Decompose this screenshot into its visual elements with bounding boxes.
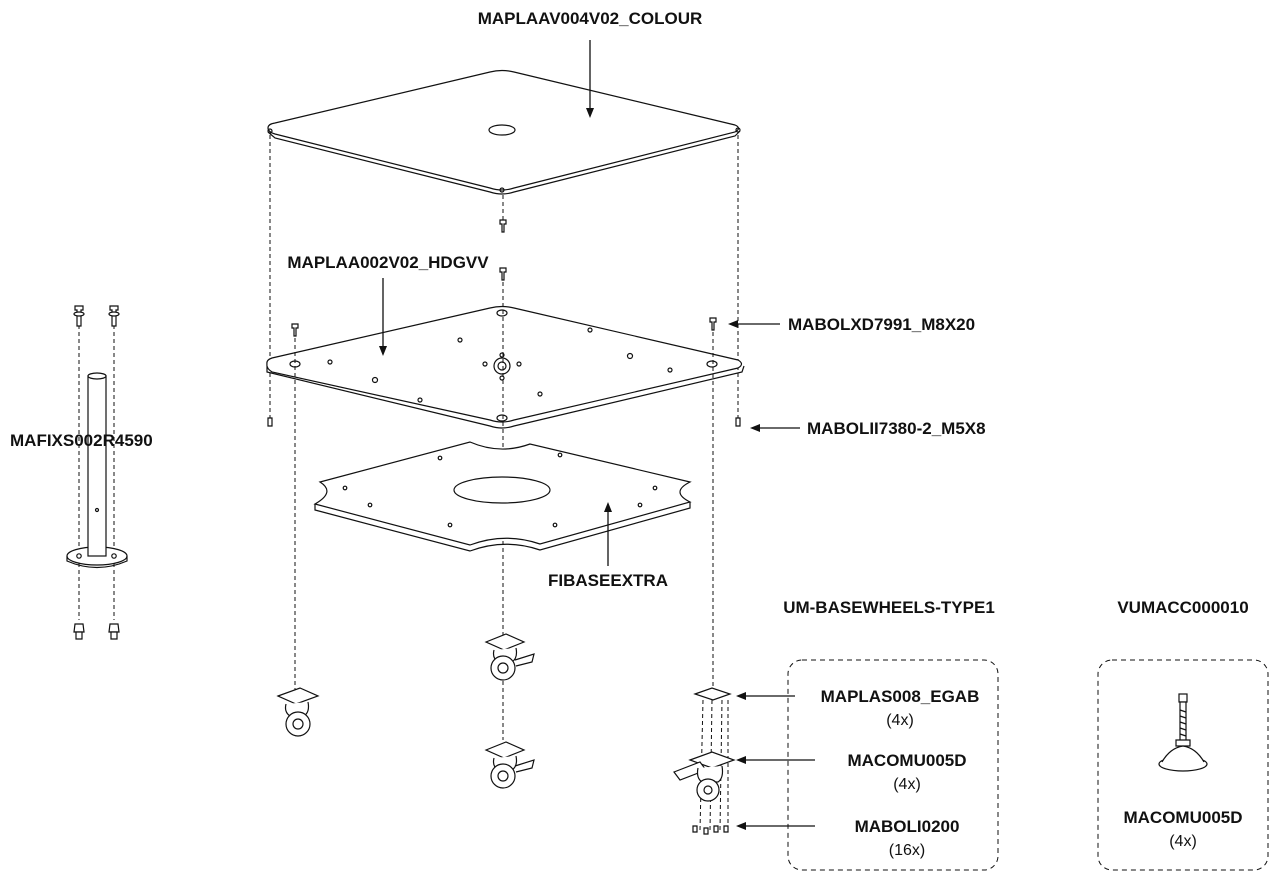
label-wheels-group: UM-BASEWHEELS-TYPE1 bbox=[783, 598, 995, 617]
m8-bolt-icon bbox=[291, 317, 717, 337]
base-extra-plate bbox=[313, 441, 692, 552]
leveling-foot-icon bbox=[1158, 693, 1208, 772]
middle-plate bbox=[266, 305, 745, 429]
m5-bolt-icon bbox=[267, 417, 741, 427]
label-plate-qty: (4x) bbox=[886, 712, 914, 729]
exploded-caster-icon bbox=[673, 687, 736, 835]
wheels-group-box bbox=[787, 659, 999, 871]
label-caster-part: MACOMU005D bbox=[847, 751, 966, 770]
label-caster-qty: (4x) bbox=[893, 776, 921, 793]
label-pole: MAFIXS002R4590 bbox=[10, 431, 153, 450]
label-foot-qty: (4x) bbox=[1169, 833, 1197, 850]
label-bolt-m8: MABOLXD7991_M8X20 bbox=[788, 315, 975, 334]
leader-arrows bbox=[379, 40, 815, 830]
center-screw-icon bbox=[499, 219, 507, 281]
label-screw-part: MABOLI0200 bbox=[855, 817, 960, 836]
pole-assembly bbox=[66, 305, 128, 640]
label-base-extra: FIBASEEXTRA bbox=[548, 571, 668, 590]
label-bolt-m5: MABOLII7380-2_M5X8 bbox=[807, 419, 986, 438]
label-screw-qty: (16x) bbox=[889, 842, 925, 859]
label-top-plate: MAPLAAV004V02_COLOUR bbox=[478, 9, 703, 28]
label-plate-part: MAPLAS008_EGAB bbox=[821, 687, 980, 706]
label-middle-plate: MAPLAA002V02_HDGVV bbox=[287, 253, 489, 272]
acc-group-box bbox=[1097, 659, 1269, 871]
label-foot-part: MACOMU005D bbox=[1123, 808, 1242, 827]
label-acc-group: VUMACC000010 bbox=[1117, 598, 1248, 617]
caster-icon bbox=[276, 687, 320, 737]
top-plate bbox=[267, 69, 741, 195]
caster-icon bbox=[484, 633, 535, 681]
caster-icon bbox=[484, 741, 535, 789]
